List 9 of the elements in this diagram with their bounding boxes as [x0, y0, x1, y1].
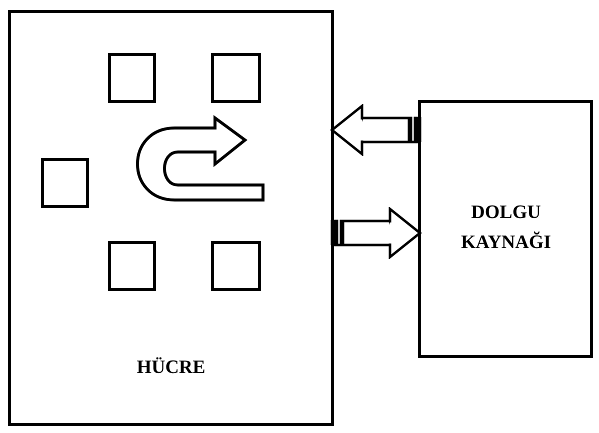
square-box	[108, 241, 156, 291]
box-label: HÜCRE	[136, 356, 206, 380]
square-box	[211, 53, 261, 103]
block-box	[8, 10, 334, 426]
box-label: DOLGU KAYNAĞI	[460, 201, 552, 255]
block-box	[418, 100, 593, 358]
square-box	[108, 53, 156, 103]
square-box	[211, 241, 261, 291]
square-box	[41, 158, 89, 208]
